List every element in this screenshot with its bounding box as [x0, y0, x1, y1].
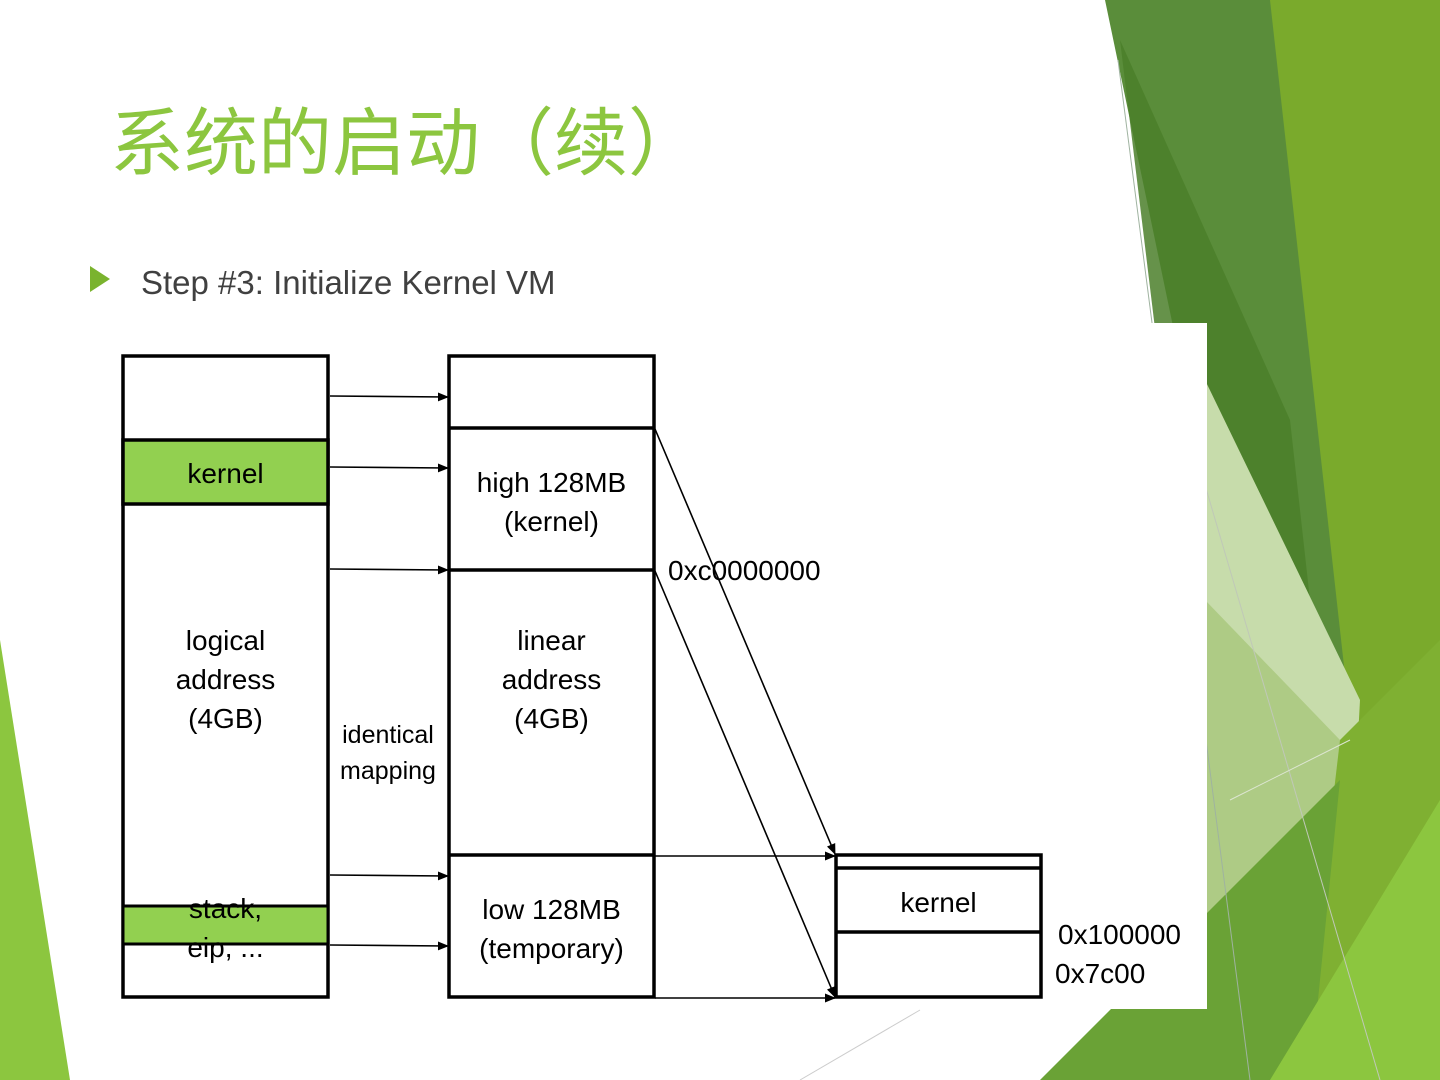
bg-left-shape [0, 640, 70, 1080]
linear-low-line-2: (temporary) [479, 933, 624, 964]
linear-high-line-2: (kernel) [504, 506, 599, 537]
phys-arrow-1 [654, 428, 836, 856]
physical-memory-column: kernel [834, 853, 1043, 999]
bg-line-2 [1179, 399, 1381, 1080]
map-arrow-5 [329, 941, 450, 951]
logical-kernel-label: kernel [187, 458, 263, 489]
map-arrow-3 [329, 565, 450, 575]
addr-7c00-label: 0x7c00 [1055, 958, 1145, 989]
logical-body-line-1: logical [186, 625, 265, 656]
mapping-label-line-2: mapping [340, 757, 436, 785]
map-arrow-4 [329, 871, 450, 881]
bg-line-4 [1229, 739, 1351, 801]
linear-body-line-3: (4GB) [514, 703, 589, 734]
logical-body-line-3: (4GB) [188, 703, 263, 734]
linear-high-line-1: high 128MB [477, 467, 626, 498]
logical-stack-line-2: eip, ... [187, 932, 263, 963]
logical-body-line-2: address [176, 664, 276, 695]
linear-low-line-1: low 128MB [482, 894, 621, 925]
bg-shape-8 [1270, 800, 1440, 1080]
bullet-arrow-icon [90, 266, 110, 292]
bullet-text: Step #3: Initialize Kernel VM [141, 264, 556, 301]
bg-line-3 [799, 1009, 921, 1080]
vm-diagram: kernel logical address (4GB) stack, eip,… [94, 323, 1207, 1009]
physical-kernel-label: kernel [900, 887, 976, 918]
linear-body-line-1: linear [517, 625, 585, 656]
identical-mapping-arrows [329, 392, 450, 951]
mapping-label-line-1: identical [342, 721, 434, 749]
phys-arrow-2 [654, 570, 836, 999]
addr-100000-label: 0x100000 [1058, 919, 1181, 950]
logical-stack-line-1: stack, [189, 893, 262, 924]
slide-title: 系统的启动（续） [110, 101, 702, 187]
logical-kernel-block [121, 438, 330, 506]
logical-stack-block [121, 904, 330, 946]
map-arrow-1 [329, 392, 450, 402]
linear-address-column: high 128MB (kernel) linear address (4GB)… [447, 354, 656, 999]
addr-high-label: 0xc0000000 [668, 555, 821, 586]
logical-address-column: kernel logical address (4GB) stack, eip,… [121, 354, 330, 999]
map-arrow-2 [329, 463, 450, 473]
physical-mapping-arrows [654, 428, 837, 1003]
linear-body-line-2: address [502, 664, 602, 695]
